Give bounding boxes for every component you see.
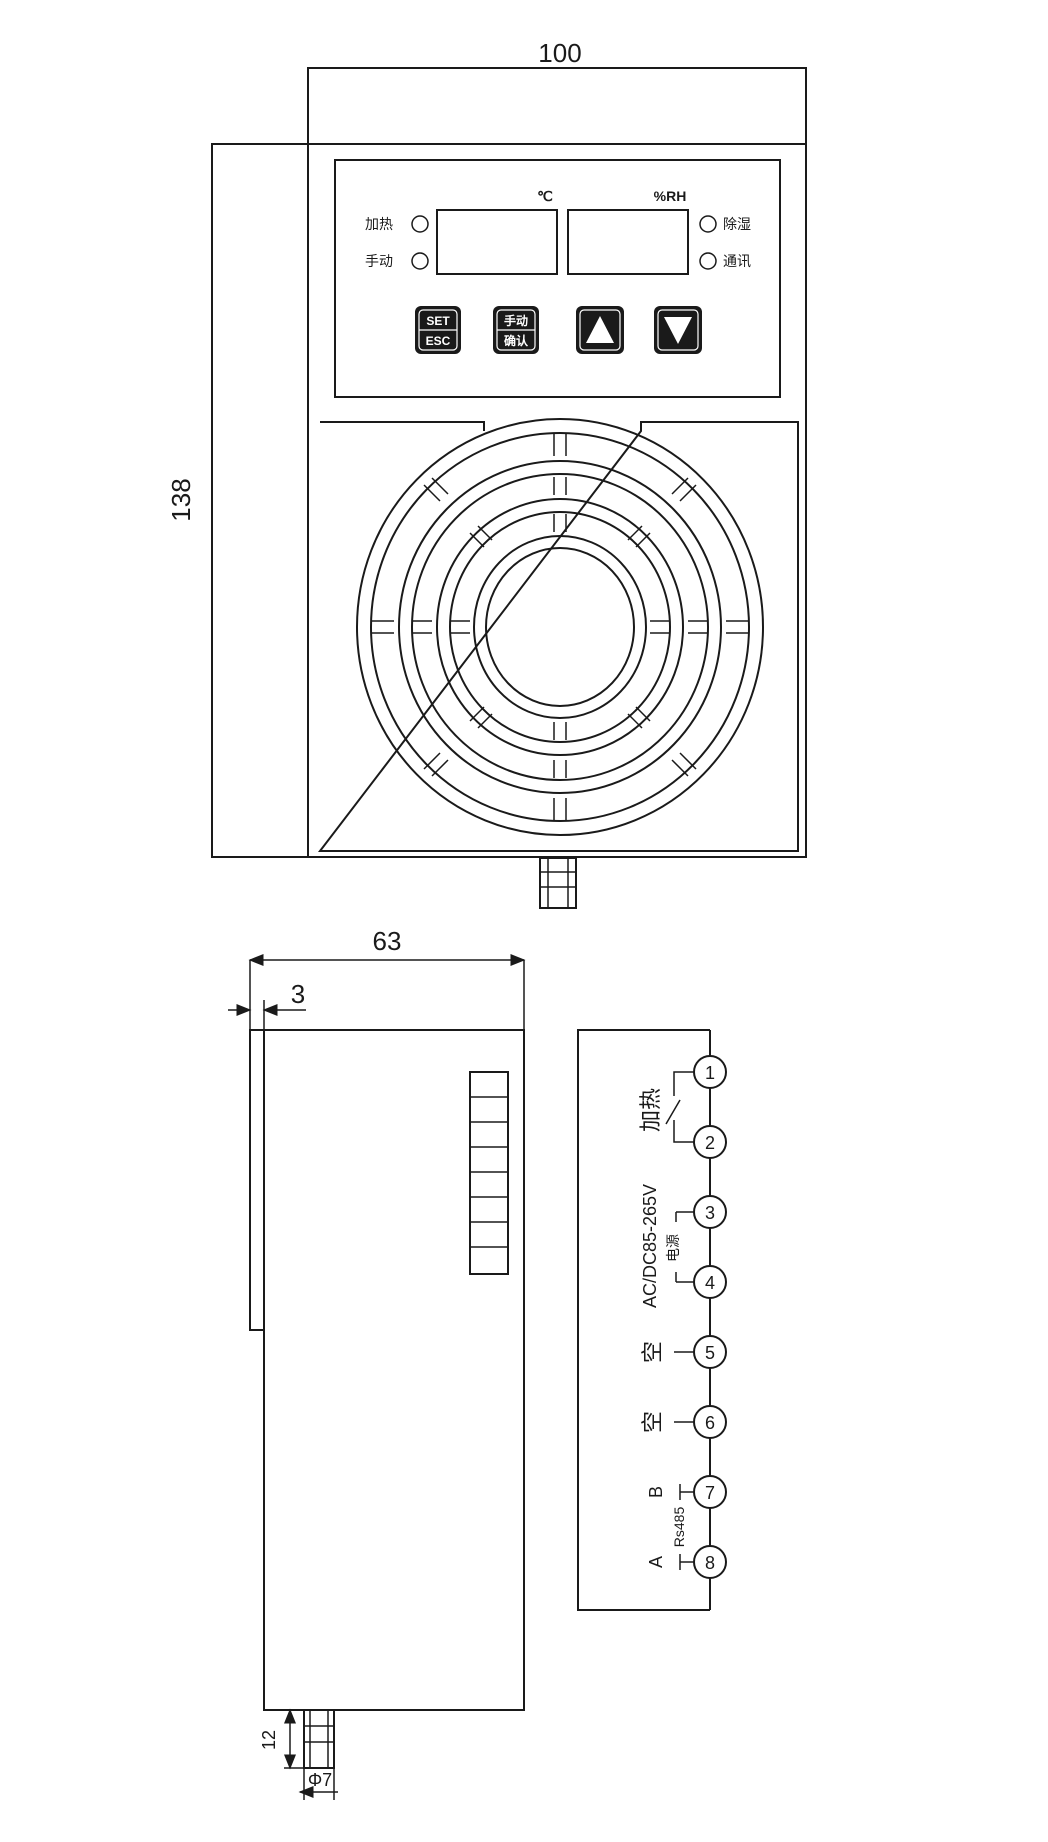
terminal-pin-7: 7: [693, 1475, 727, 1509]
down-button[interactable]: [654, 306, 702, 354]
wiring-diagram: 1 2 3 4 5 6 7 8 加热: [577, 1029, 727, 1611]
control-panel: [334, 159, 781, 398]
svg-text:2: 2: [705, 1133, 715, 1153]
humidity-display: [567, 209, 689, 275]
side-view: 63 3 12 Φ7: [228, 926, 526, 1800]
terminal-pin-5: 5: [693, 1335, 727, 1369]
dim-side-depth: 63: [373, 926, 402, 956]
indicator-manual-led: [411, 252, 429, 270]
indicator-comm-label: 通讯: [723, 253, 751, 269]
terminal-block-outline: [577, 1029, 710, 1611]
fan-guard: [356, 418, 764, 836]
side-drain-nozzle: [303, 1709, 335, 1769]
svg-text:5: 5: [705, 1343, 715, 1363]
esc-label: ESC: [426, 334, 451, 348]
indicator-dehumidify-label: 除湿: [723, 216, 751, 232]
dim-panel-thickness: 3: [291, 979, 305, 1009]
indicator-heat-label: 加热: [365, 216, 393, 232]
side-panel-flange: [249, 1029, 265, 1331]
label-empty-6: 空: [641, 1411, 666, 1433]
power-bracket: [675, 1211, 694, 1283]
terminal-pin-4: 4: [693, 1265, 727, 1299]
label-power: 电源: [665, 1234, 681, 1262]
heat-relay-contact: [665, 1071, 694, 1143]
terminal-pin-8: 8: [693, 1545, 727, 1579]
front-view: 100 138 ℃ %RH 加热 手动 除湿 通讯 SET ESC: [166, 38, 807, 909]
svg-text:1: 1: [705, 1063, 715, 1083]
label-heat: 加热: [639, 1088, 664, 1132]
dim-front-width: 100: [538, 38, 581, 68]
indicator-comm-led: [699, 252, 717, 270]
manual-label: 手动: [504, 313, 528, 328]
svg-text:4: 4: [705, 1273, 715, 1293]
front-top-box: [307, 67, 807, 145]
terminal-pin-2: 2: [693, 1125, 727, 1159]
set-esc-button[interactable]: SET ESC: [415, 306, 461, 354]
svg-text:3: 3: [705, 1203, 715, 1223]
up-button[interactable]: [576, 306, 624, 354]
fan-frame: [317, 421, 799, 852]
temp-display: [436, 209, 558, 275]
unit-temp-label: ℃: [537, 188, 553, 204]
indicator-heat-led: [411, 215, 429, 233]
label-rs485: Rs485: [671, 1507, 687, 1548]
svg-text:8: 8: [705, 1553, 715, 1573]
front-drain-nozzle: [539, 857, 577, 909]
front-side-flange: [211, 143, 309, 858]
terminal-pin-3: 3: [693, 1195, 727, 1229]
dim-nozzle-length: 12: [259, 1730, 279, 1750]
set-label: SET: [426, 314, 450, 328]
label-b: B: [646, 1486, 666, 1498]
dim-nozzle-diameter: Φ7: [308, 1770, 332, 1790]
label-a: A: [646, 1556, 666, 1568]
svg-text:7: 7: [705, 1483, 715, 1503]
indicator-manual-label: 手动: [365, 253, 393, 269]
unit-humidity-label: %RH: [654, 188, 687, 204]
manual-confirm-button[interactable]: 手动 确认: [493, 306, 539, 354]
indicator-dehumidify-led: [699, 215, 717, 233]
terminal-pin-6: 6: [693, 1405, 727, 1439]
up-arrow-icon: [586, 316, 614, 343]
label-empty-5: 空: [641, 1341, 666, 1363]
down-arrow-icon: [664, 317, 692, 344]
confirm-label: 确认: [504, 333, 529, 348]
side-vent-slots: [469, 1071, 509, 1275]
svg-text:6: 6: [705, 1413, 715, 1433]
dim-front-height: 138: [166, 478, 196, 521]
side-body: [263, 1029, 525, 1711]
terminal-pin-1: 1: [693, 1055, 727, 1089]
label-power-voltage: AC/DC85-265V: [640, 1184, 660, 1308]
